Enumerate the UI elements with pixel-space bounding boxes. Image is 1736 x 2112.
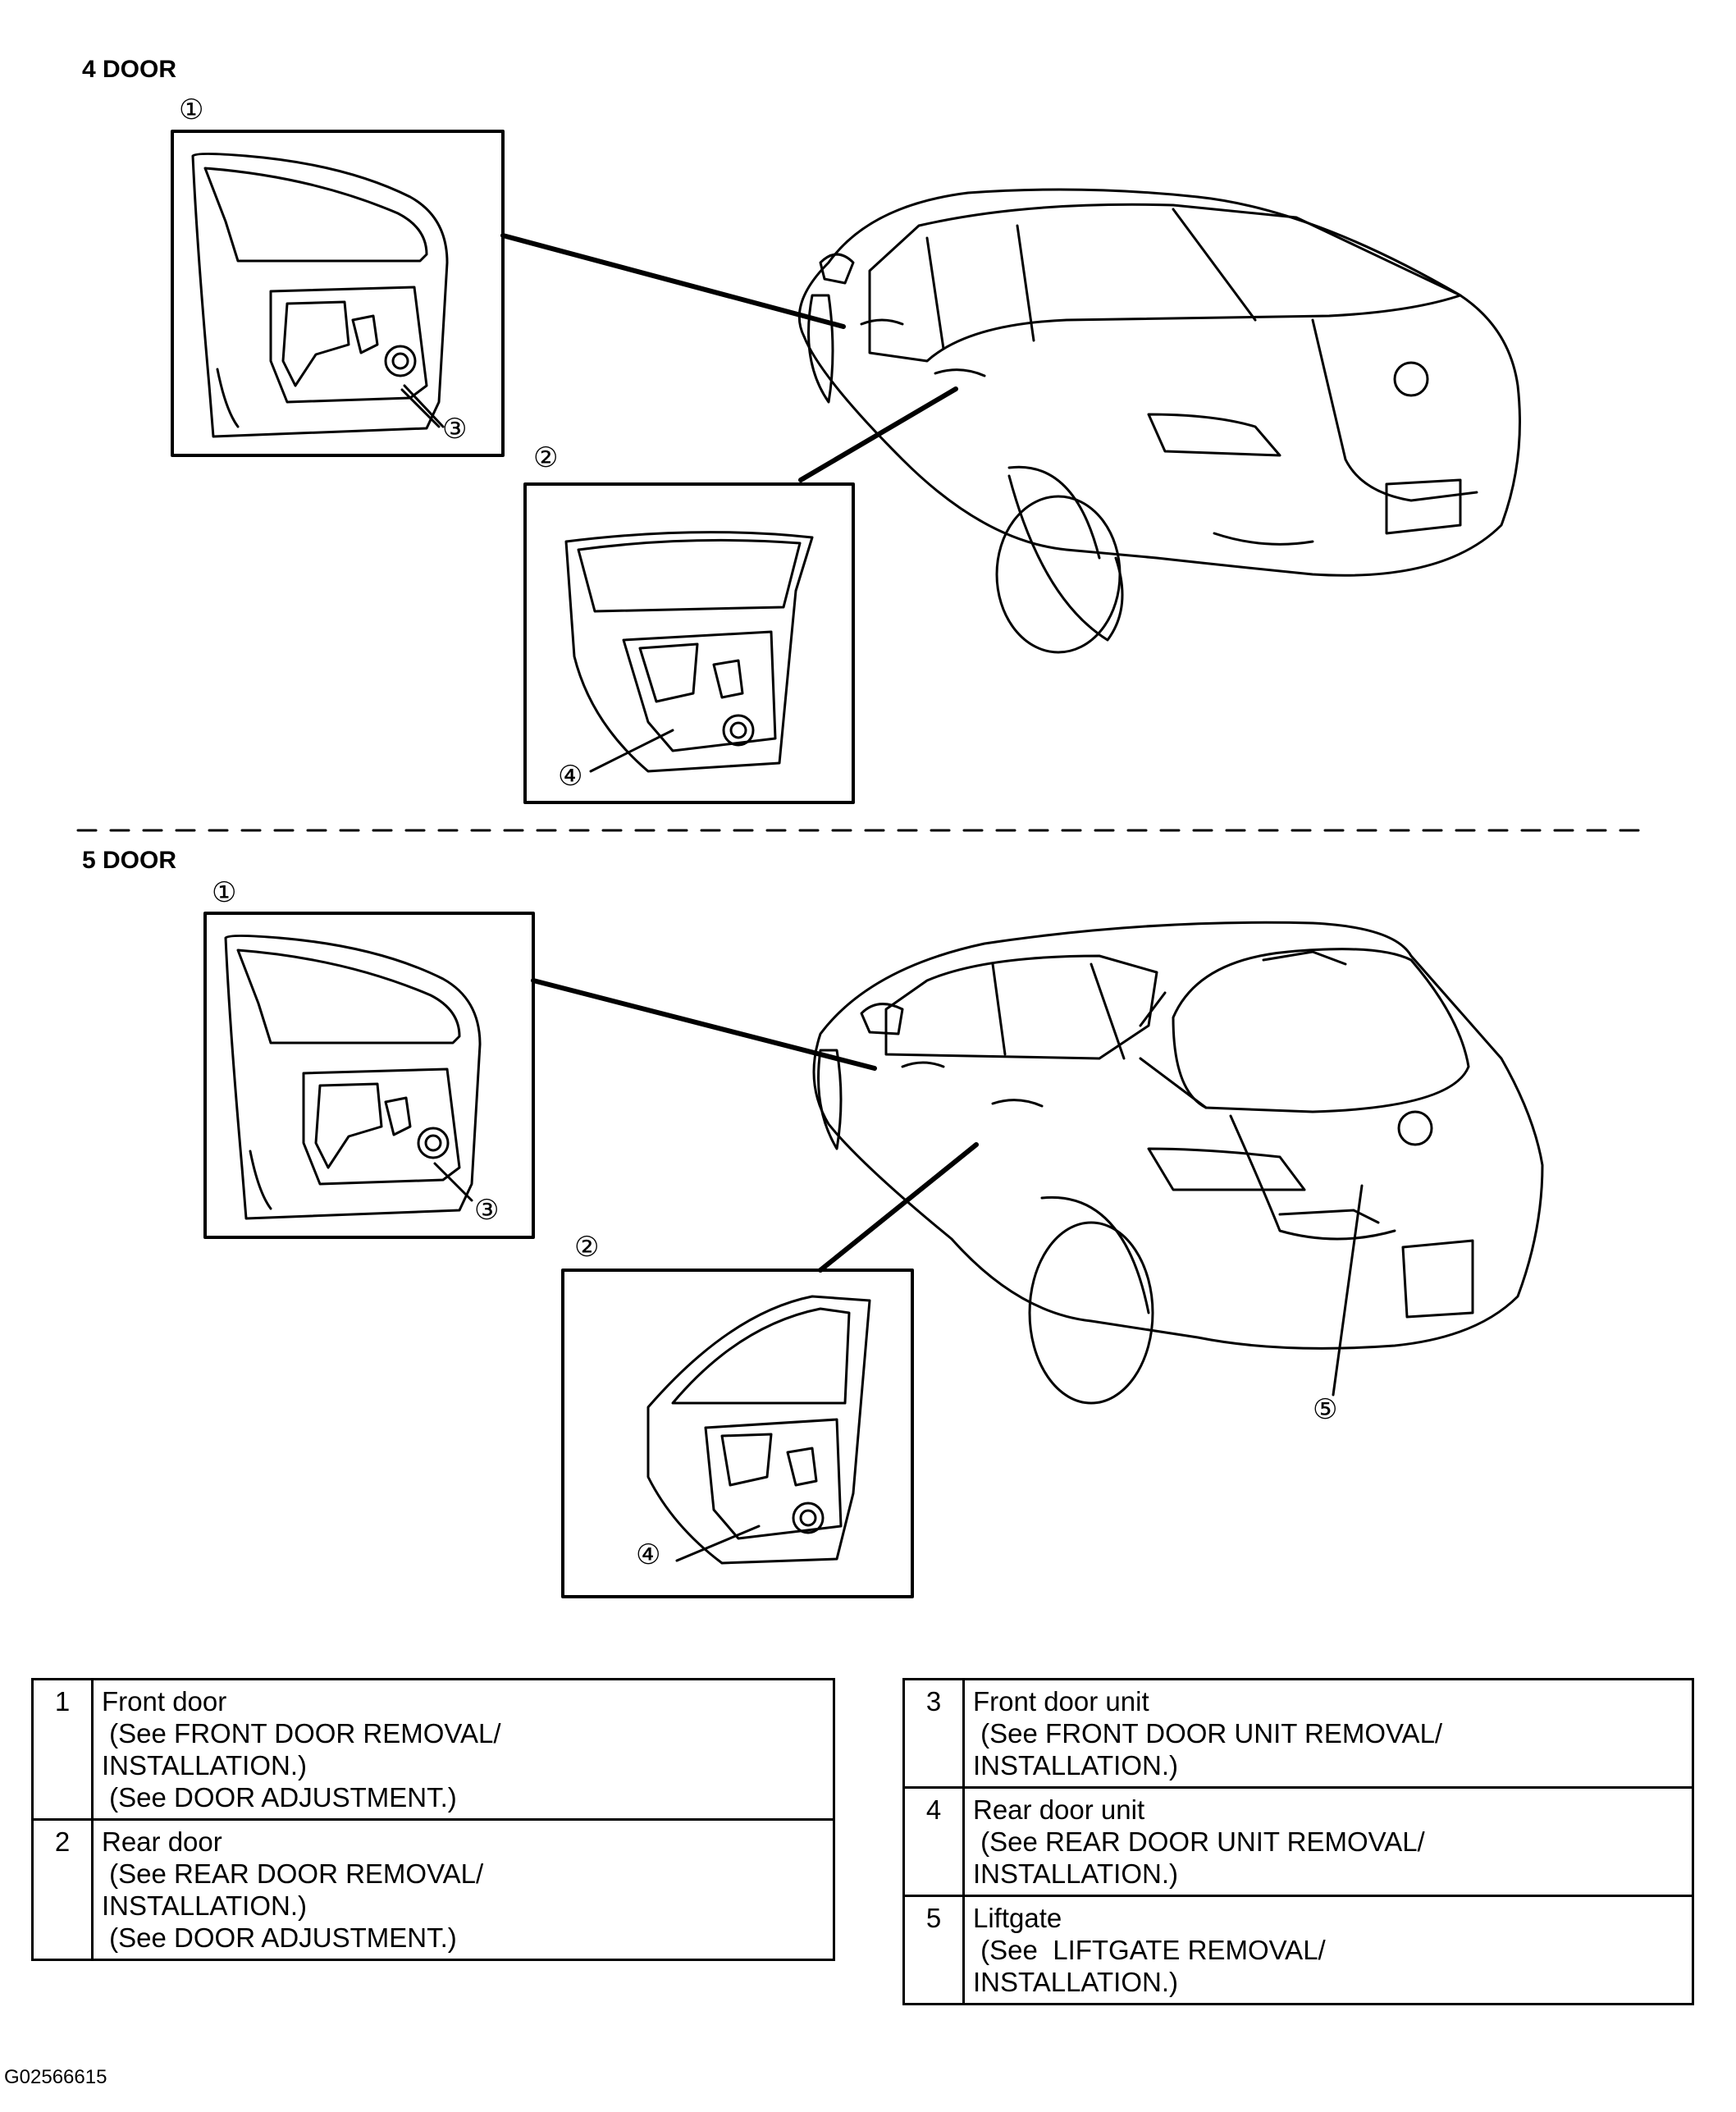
legend-table-right: 3 Front door unit (See FRONT DOOR UNIT R…: [902, 1678, 1694, 2005]
legend-description: Front door (See FRONT DOOR REMOVAL/ INST…: [91, 1678, 835, 1821]
legend-line: (See REAR DOOR REMOVAL/: [102, 1858, 484, 1889]
callout-4-4door: ④: [558, 760, 583, 793]
callout-1-5door: ①: [212, 876, 237, 909]
legend-line: INSTALLATION.): [102, 1750, 307, 1781]
callout-4-5door: ④: [636, 1538, 661, 1571]
legend-line: Rear door: [102, 1826, 222, 1857]
legend-description: Rear door (See REAR DOOR REMOVAL/ INSTAL…: [91, 1818, 835, 1961]
legend-line: (See LIFTGATE REMOVAL/: [973, 1935, 1326, 1965]
legend-row: 2 Rear door (See REAR DOOR REMOVAL/ INST…: [31, 1818, 835, 1961]
callout-1-4door: ①: [179, 94, 204, 126]
inset-front-door-4door: [171, 130, 505, 457]
legend-number: 1: [31, 1678, 94, 1821]
callout-3-5door: ③: [474, 1194, 500, 1227]
legend-number: 3: [902, 1678, 965, 1789]
legend-line: Front door: [102, 1686, 227, 1717]
legend-table-left: 1 Front door (See FRONT DOOR REMOVAL/ IN…: [31, 1678, 835, 1961]
legend-number: 5: [902, 1895, 965, 2005]
legend-line: (See DOOR ADJUSTMENT.): [102, 1922, 457, 1953]
legend-line: INSTALLATION.): [973, 1858, 1178, 1889]
legend-description: Rear door unit (See REAR DOOR UNIT REMOV…: [962, 1786, 1694, 1897]
legend-line: INSTALLATION.): [973, 1750, 1178, 1781]
legend-line: Liftgate: [973, 1903, 1062, 1933]
front-door-illustration-4door: [191, 153, 449, 438]
legend-description: Front door unit (See FRONT DOOR UNIT REM…: [962, 1678, 1694, 1789]
legend-line: (See FRONT DOOR REMOVAL/: [102, 1718, 501, 1749]
section-title-5-door: 5 DOOR: [82, 847, 177, 874]
legend-line: (See FRONT DOOR UNIT REMOVAL/: [973, 1718, 1443, 1749]
legend-row: 3 Front door unit (See FRONT DOOR UNIT R…: [902, 1678, 1694, 1789]
inset-rear-door-5door: [561, 1269, 914, 1598]
section-title-4-door: 4 DOOR: [82, 56, 177, 83]
sedan-illustration: [797, 188, 1521, 654]
front-door-illustration-5door: [224, 935, 482, 1220]
legend-line: (See DOOR ADJUSTMENT.): [102, 1782, 457, 1813]
callout-2-5door: ②: [574, 1231, 600, 1264]
legend-row: 5 Liftgate (See LIFTGATE REMOVAL/ INSTAL…: [902, 1895, 1694, 2005]
legend-line: Front door unit: [973, 1686, 1149, 1717]
callout-2-4door: ②: [533, 441, 559, 474]
legend-description: Liftgate (See LIFTGATE REMOVAL/ INSTALLA…: [962, 1895, 1694, 2005]
legend-row: 1 Front door (See FRONT DOOR REMOVAL/ IN…: [31, 1678, 835, 1821]
callout-3-4door: ③: [442, 413, 468, 446]
legend-line: (See REAR DOOR UNIT REMOVAL/: [973, 1826, 1425, 1857]
legend-row: 4 Rear door unit (See REAR DOOR UNIT REM…: [902, 1786, 1694, 1897]
hatchback-illustration: [812, 921, 1544, 1405]
legend-line: INSTALLATION.): [102, 1890, 307, 1921]
inset-front-door-5door: [203, 912, 535, 1239]
rear-door-illustration-4door: [564, 531, 814, 773]
callout-5-5door: ⑤: [1313, 1393, 1338, 1426]
legend-line: INSTALLATION.): [973, 1967, 1178, 1997]
figure-id: G02566615: [4, 2066, 107, 2088]
rear-door-illustration-5door: [646, 1295, 871, 1565]
legend-line: Rear door unit: [973, 1794, 1145, 1825]
legend-number: 4: [902, 1786, 965, 1897]
inset-rear-door-4door: [523, 482, 855, 804]
legend-number: 2: [31, 1818, 94, 1961]
